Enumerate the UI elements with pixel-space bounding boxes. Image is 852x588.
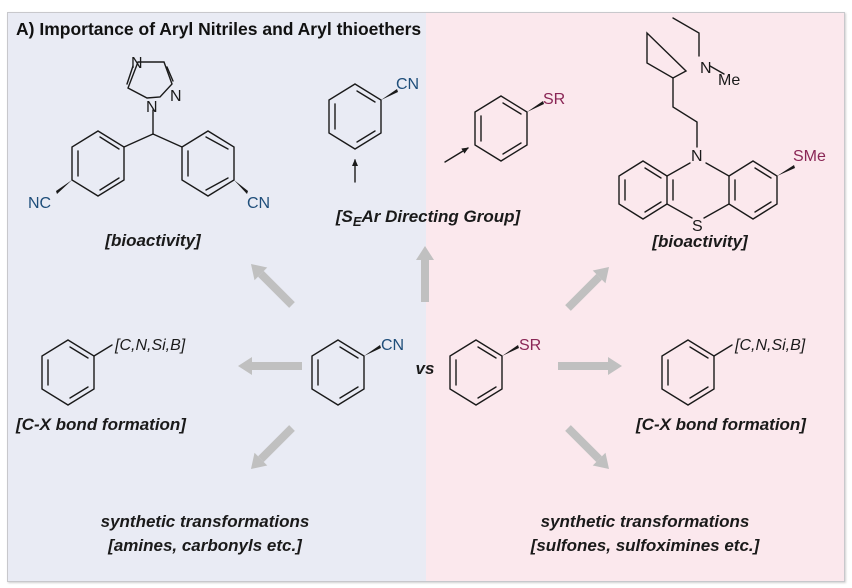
right-cx-substituent: [C,N,Si,B] bbox=[734, 337, 806, 354]
left-cx-bond-label: [C-X bond formation] bbox=[15, 415, 187, 434]
methyl-group: Me bbox=[718, 72, 740, 89]
left-cx-benzene bbox=[41, 339, 113, 406]
right-bioactivity-label: [bioactivity] bbox=[651, 232, 749, 251]
right-cx-benzene bbox=[661, 339, 733, 406]
center-benzonitrile bbox=[311, 339, 381, 406]
versus-label: vs bbox=[416, 359, 435, 378]
nitrile-group-right: CN bbox=[247, 195, 270, 212]
arrow-to-right-cx-bond bbox=[558, 357, 622, 375]
right-synthetic-line1: synthetic transformations bbox=[541, 512, 750, 531]
figure-frame bbox=[7, 12, 845, 582]
nitrile-group-left: NC bbox=[28, 195, 51, 212]
left-synthetic-line1: synthetic transformations bbox=[101, 512, 310, 531]
letrozole-structure bbox=[56, 61, 248, 197]
top-benzonitrile bbox=[328, 83, 398, 183]
arrow-to-left-cx-bond bbox=[238, 357, 302, 375]
left-bioactivity-label: [bioactivity] bbox=[104, 231, 202, 250]
arrow-to-left-bioactivity bbox=[250, 263, 295, 308]
right-synthetic-line2: [sulfones, sulfoximines etc.] bbox=[530, 536, 761, 555]
top-nitrile-group: CN bbox=[396, 76, 419, 93]
arrow-to-right-bioactivity bbox=[565, 266, 610, 311]
center-thioether bbox=[449, 339, 519, 406]
methylthio-group: SMe bbox=[793, 148, 826, 165]
arrow-to-left-synthetic bbox=[250, 425, 295, 470]
atom-n-phenothiazine: N bbox=[691, 148, 703, 165]
figure-title: A) Importance of Aryl Nitriles and Aryl … bbox=[16, 19, 422, 39]
gray-arrows bbox=[238, 246, 622, 470]
atom-s-phenothiazine: S bbox=[692, 218, 703, 235]
thioridazine-structure bbox=[618, 17, 795, 220]
top-thioether-group: SR bbox=[543, 91, 565, 108]
left-cx-substituent: [C,N,Si,B] bbox=[114, 337, 186, 354]
arrow-to-right-synthetic bbox=[565, 425, 610, 470]
center-nitrile-group: CN bbox=[381, 337, 404, 354]
top-thioanisole bbox=[444, 95, 544, 163]
right-cx-bond-label: [C-X bond formation] bbox=[635, 415, 807, 434]
atom-n-triazole-bottom: N bbox=[146, 99, 158, 116]
left-synthetic-line2: [amines, carbonyls etc.] bbox=[107, 536, 303, 555]
atom-n-triazole-right: N bbox=[170, 88, 182, 105]
atom-n-piperidine: N bbox=[700, 60, 712, 77]
sear-directing-group-label: [SEAr Directing Group] bbox=[335, 207, 522, 229]
atom-n-triazole-top: N bbox=[131, 55, 143, 72]
nitrile-panel-background bbox=[8, 13, 426, 581]
thioether-panel-background bbox=[426, 13, 844, 581]
center-thioether-group: SR bbox=[519, 337, 541, 354]
arrow-to-top-directing bbox=[416, 246, 434, 302]
